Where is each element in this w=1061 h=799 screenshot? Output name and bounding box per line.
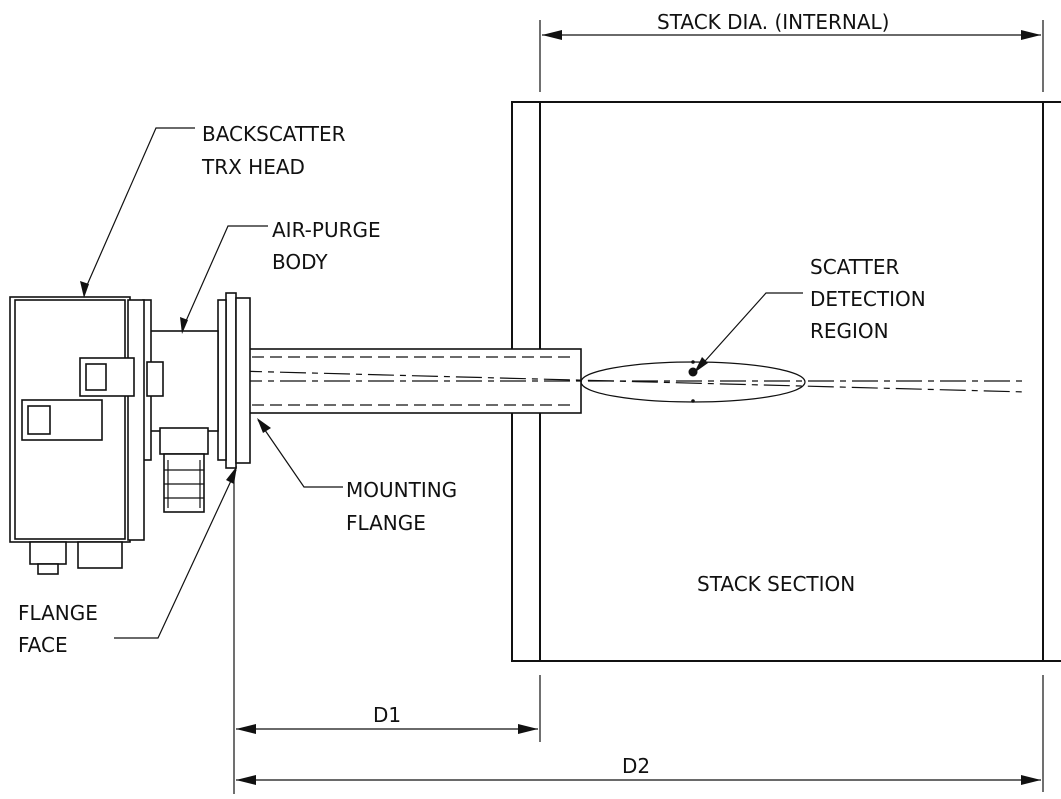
- air-purge-label-line1: AIR-PURGE: [272, 218, 381, 242]
- stack-section-label: STACK SECTION: [697, 572, 855, 596]
- d2-label: D2: [622, 754, 650, 778]
- annotation-labels: BACKSCATTER TRX HEAD AIR-PURGE BODY SCAT…: [18, 122, 926, 657]
- scatter-detection-region: [580, 360, 806, 403]
- scatter-label-line2: DETECTION: [810, 287, 926, 311]
- d1-label: D1: [373, 703, 401, 727]
- trx-head-label-line2: TRX HEAD: [201, 155, 305, 179]
- air-purge-label-line2: BODY: [272, 250, 328, 274]
- mounting-label-line1: MOUNTING: [346, 478, 457, 502]
- air-purge-body: [142, 299, 219, 513]
- stack-dia-label: STACK DIA. (INTERNAL): [657, 10, 889, 34]
- stack-section: STACK SECTION: [511, 101, 1061, 662]
- flange-face-label-line2: FACE: [18, 633, 68, 657]
- backscatter-trx-head: [9, 296, 145, 575]
- mounting-flange: [217, 292, 251, 469]
- stack-diameter-dimension: STACK DIA. (INTERNAL): [539, 10, 1044, 92]
- scatter-label-line1: SCATTER: [810, 255, 900, 279]
- distance-dimensions: D1 D2: [233, 475, 1044, 794]
- trx-head-label-line1: BACKSCATTER: [202, 122, 346, 146]
- flange-face-label-line1: FLANGE: [18, 601, 98, 625]
- mounting-label-line2: FLANGE: [346, 511, 426, 535]
- scatter-label-line3: REGION: [810, 319, 889, 343]
- detection-point: [688, 367, 698, 377]
- stack-right-wall: [1042, 101, 1061, 662]
